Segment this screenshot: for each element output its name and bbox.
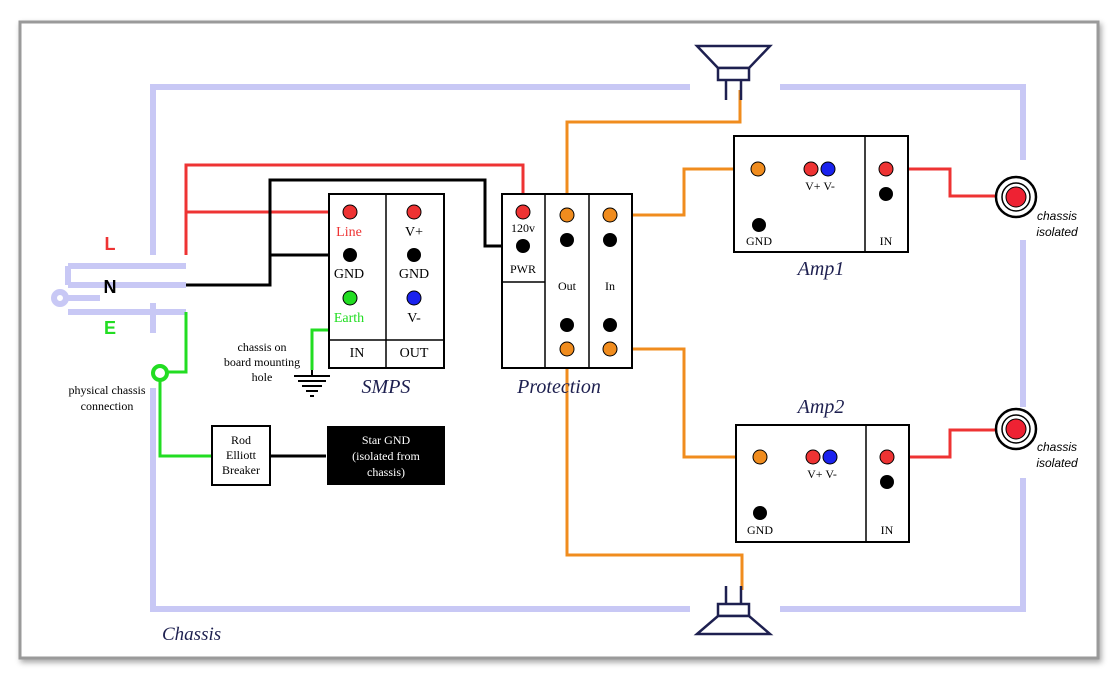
ground-icon	[294, 370, 330, 397]
star-gnd-label-2: (isolated from	[352, 449, 420, 463]
breaker-label-3: Breaker	[222, 463, 260, 477]
amp2-module: V+ V- GND IN	[735, 424, 910, 543]
amp2-in-gnd-terminal	[880, 475, 894, 489]
smps-gnd-in-terminal	[343, 248, 357, 262]
star-gnd-label-1: Star GND	[362, 433, 411, 447]
amp1-gnd-label: GND	[746, 234, 772, 248]
rca-jack-2-icon	[994, 407, 1038, 451]
star-gnd-box: Star GND (isolated from chassis)	[327, 426, 445, 485]
protection-out-top-gnd-terminal	[560, 233, 574, 247]
amp2-supply-label: V+ V-	[807, 467, 837, 481]
breaker-label-2: Elliott	[226, 448, 257, 462]
protection-in-bottom-gnd-terminal	[603, 318, 617, 332]
protection-in-bottom-terminal	[602, 341, 618, 357]
mains-earth-label: E	[104, 318, 116, 338]
amp1-gnd-terminal	[752, 218, 766, 232]
mains-line-label: L	[105, 234, 116, 254]
smps-earth-terminal	[342, 290, 358, 306]
smps-vpos-terminal	[406, 204, 422, 220]
amp2-gnd-label: GND	[747, 523, 773, 537]
smps-vneg-terminal	[406, 290, 422, 306]
chassis-mount-label-3: hole	[252, 370, 273, 384]
amp2-in-label: IN	[881, 523, 894, 537]
chassis-earth-point	[151, 364, 169, 382]
smps-in-label: IN	[350, 346, 365, 361]
chassis-mount-label-1: chassis on	[238, 340, 287, 354]
protection-out-top-terminal	[559, 207, 575, 223]
protection-in-label: In	[605, 279, 615, 293]
protection-neutral-terminal	[516, 239, 530, 253]
amp2-gnd-terminal	[753, 506, 767, 520]
smps-line-terminal	[342, 204, 358, 220]
smps-gnd-in-label: GND	[334, 267, 364, 282]
breaker-box: Rod Elliott Breaker	[211, 425, 271, 486]
amp1-module: V+ V- GND IN	[733, 135, 909, 253]
amp1-title: Amp1	[796, 258, 845, 280]
amp1-supply-label: V+ V-	[805, 179, 835, 193]
amp1-signal-terminal	[750, 161, 766, 177]
jack1-isolated-label-2: isolated	[1036, 225, 1078, 239]
mains-neutral-label: N	[104, 277, 117, 297]
amp2-title: Amp2	[796, 396, 845, 418]
jack2-isolated-label-1: chassis	[1037, 440, 1077, 454]
protection-in-top-gnd-terminal	[603, 233, 617, 247]
line-wires	[184, 163, 1001, 459]
chassis-mount-label-2: board mounting	[224, 355, 300, 369]
protection-120v-terminal	[515, 204, 531, 220]
amp2-vpos-terminal	[805, 449, 821, 465]
protection-pwr-label: PWR	[510, 262, 536, 276]
amp1-in-terminal	[878, 161, 894, 177]
smps-gnd-out-label: GND	[399, 267, 429, 282]
chassis-label: Chassis	[162, 624, 221, 645]
star-gnd-label-3: chassis)	[367, 465, 405, 479]
speaker-bottom-icon	[693, 586, 774, 636]
smps-earth-label: Earth	[334, 311, 364, 326]
rca-jack-1-icon	[994, 175, 1038, 219]
smps-out-label: OUT	[400, 346, 429, 361]
smps-gnd-out-terminal	[407, 248, 421, 262]
jack2-isolated-label-2: isolated	[1036, 456, 1078, 470]
smps-title: SMPS	[362, 376, 411, 398]
smps-vpos-label: V+	[405, 225, 423, 240]
physical-chassis-label-1: physical chassis	[69, 383, 146, 397]
protection-in-top-terminal	[602, 207, 618, 223]
amp2-vneg-terminal	[822, 449, 838, 465]
protection-out-bottom-terminal	[559, 341, 575, 357]
amp1-vneg-terminal	[820, 161, 836, 177]
amp2-signal-terminal	[752, 449, 768, 465]
breaker-label-1: Rod	[231, 433, 251, 447]
smps-line-label: Line	[336, 225, 362, 240]
mains-plug	[51, 263, 186, 315]
physical-chassis-label-2: connection	[81, 399, 134, 413]
amp1-in-label: IN	[880, 234, 893, 248]
amp2-in-terminal	[879, 449, 895, 465]
protection-module: 120v PWR Out In	[501, 193, 633, 369]
jack1-isolated-label-1: chassis	[1037, 209, 1077, 223]
smps-vneg-label: V-	[407, 311, 421, 326]
chassis-outline	[150, 84, 1026, 612]
speaker-top-icon	[694, 44, 773, 100]
amp1-in-gnd-terminal	[879, 187, 893, 201]
signal-wires	[565, 90, 760, 590]
protection-voltage-label: 120v	[511, 221, 535, 235]
protection-out-label: Out	[558, 279, 577, 293]
smps-module: Line GND Earth V+ GND V- IN OUT	[328, 193, 445, 369]
protection-title: Protection	[516, 376, 601, 398]
protection-out-bottom-gnd-terminal	[560, 318, 574, 332]
amp1-vpos-terminal	[803, 161, 819, 177]
